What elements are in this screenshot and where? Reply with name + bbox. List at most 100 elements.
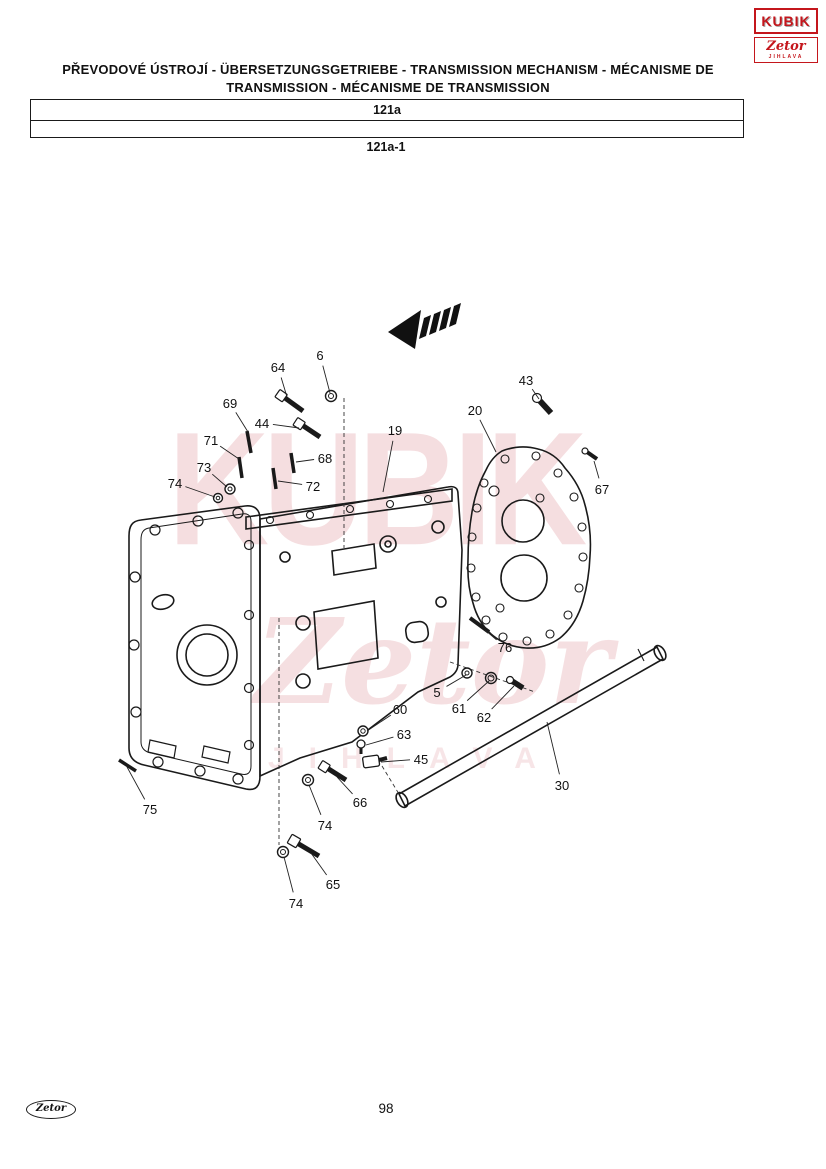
page-title: PŘEVODOVÉ ÚSTROJÍ - ÜBERSETZUNGSGETRIEBE… (30, 61, 746, 97)
leader-line-72 (277, 480, 303, 485)
leader-line-75 (126, 766, 146, 800)
leader-line-65 (310, 852, 328, 876)
callout-72: 72 (306, 479, 320, 494)
housing-main-plate (245, 485, 463, 778)
leader-line-45 (380, 759, 411, 763)
leader-line-74 (283, 856, 294, 893)
bolt-65 (286, 833, 321, 859)
pin-76 (468, 616, 491, 634)
fitting-45 (361, 754, 388, 769)
leader-line-20 (479, 419, 497, 453)
fasteners (118, 389, 599, 859)
washer-6 (324, 389, 338, 403)
stud-71 (237, 456, 244, 479)
leader-line-60 (366, 714, 392, 732)
header-logos: KUBIK Zetor JIHLAVA (754, 8, 818, 63)
plug-43 (531, 392, 554, 416)
ring-61 (484, 671, 498, 685)
leader-line-63 (365, 736, 394, 746)
callout-76: 76 (498, 640, 512, 655)
shaft-tube (395, 644, 667, 809)
callout-73: 73 (197, 460, 211, 475)
page-title-line1: PŘEVODOVÉ ÚSTROJÍ - ÜBERSETZUNGSGETRIEBE… (62, 62, 714, 77)
callout-74: 74 (168, 476, 182, 491)
callout-64: 64 (271, 360, 285, 375)
section-code: 121a (373, 103, 401, 117)
leader-line-44 (272, 424, 300, 429)
pin-75 (118, 758, 137, 773)
bolt-67 (581, 447, 599, 461)
nut-74a (212, 492, 224, 504)
callout-69: 69 (223, 396, 237, 411)
zetor-footer-text: Zetor (35, 1103, 67, 1114)
callout-6: 6 (316, 348, 323, 363)
empty-code-box (30, 120, 744, 138)
leader-line-76 (484, 629, 497, 641)
washer-74b (301, 773, 315, 787)
callout-20: 20 (468, 403, 482, 418)
leader-line-68 (295, 459, 315, 463)
direction-arrow-icon (388, 303, 461, 349)
stud-69 (245, 430, 253, 454)
washer-5 (461, 667, 473, 679)
stud-72 (271, 467, 278, 490)
leader-line-43 (531, 388, 540, 400)
callout-30: 30 (555, 778, 569, 793)
zetor-footer-logo: Zetor (26, 1100, 76, 1119)
callout-67: 67 (595, 482, 609, 497)
plug-62 (505, 675, 525, 691)
leader-line-74 (185, 486, 216, 498)
page-number: 98 (378, 1101, 394, 1116)
leader-line-61 (466, 680, 490, 701)
housing-front-plate (128, 505, 261, 791)
callout-71: 71 (204, 433, 218, 448)
callout-65: 65 (326, 877, 340, 892)
fitting-63 (356, 739, 366, 754)
leader-line-73 (212, 473, 228, 488)
bolt-64 (274, 389, 305, 414)
callout-43: 43 (519, 373, 533, 388)
callout-60: 60 (393, 702, 407, 717)
callout-75: 75 (143, 802, 157, 817)
washer-74c (276, 845, 290, 859)
leader-line-6 (322, 365, 331, 394)
kubik-logo: KUBIK (754, 8, 818, 34)
leader-line-69 (235, 412, 249, 433)
callout-68: 68 (318, 451, 332, 466)
gasket-cover-plate (466, 446, 592, 649)
leader-line-66 (336, 776, 353, 795)
construction-lines (278, 398, 536, 845)
section-code-box: 121a (30, 99, 744, 121)
callout-74: 74 (318, 818, 332, 833)
leader-line-19 (382, 440, 394, 493)
callout-62: 62 (477, 710, 491, 725)
figure-code: 121a-1 (366, 140, 406, 154)
leader-line-30 (546, 721, 560, 775)
kubik-logo-text: KUBIK (761, 13, 811, 29)
leader-line-74 (308, 784, 322, 815)
callout-74: 74 (289, 896, 303, 911)
callout-44: 44 (255, 416, 269, 431)
callout-66: 66 (353, 795, 367, 810)
leader-line-64 (280, 377, 288, 398)
zetor-logo-text: Zetor (766, 39, 806, 54)
zetor-header-logo: Zetor JIHLAVA (754, 37, 818, 63)
jihlava-logo-text: JIHLAVA (768, 54, 804, 60)
leader-line-62 (491, 685, 515, 710)
leader-line-5 (446, 674, 467, 687)
stud-68 (289, 452, 296, 474)
callout-19: 19 (388, 423, 402, 438)
nut-60 (357, 725, 369, 737)
callout-61: 61 (452, 701, 466, 716)
callout-63: 63 (397, 727, 411, 742)
bolt-44 (292, 417, 322, 440)
callout-45: 45 (414, 752, 428, 767)
leader-line-67 (593, 460, 600, 479)
callout-5: 5 (433, 685, 440, 700)
nut-73 (224, 483, 236, 495)
bolt-66 (317, 760, 348, 783)
page-title-line2: TRANSMISSION - MÉCANISME DE TRANSMISSION (226, 80, 550, 95)
